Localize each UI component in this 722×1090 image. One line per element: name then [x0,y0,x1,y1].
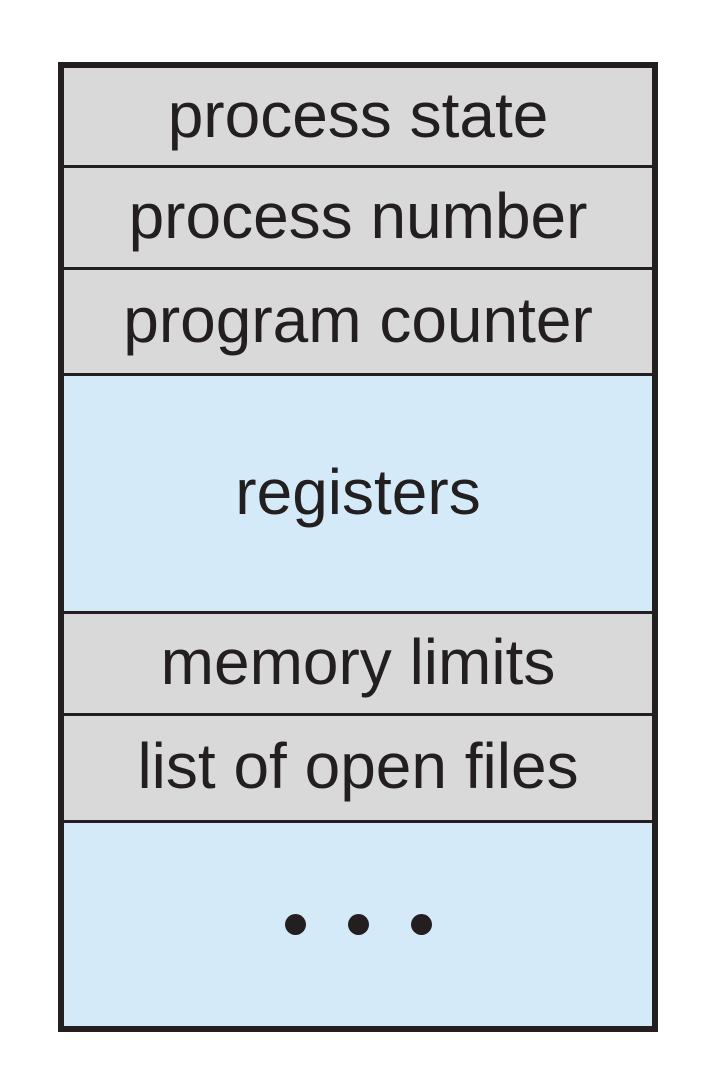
row-label-program-counter: program counter [123,283,593,356]
row-process-number: process number [64,165,652,267]
ellipsis-dots [284,914,432,935]
ellipsis-dot [284,914,306,935]
row-list-of-open-files: list of open files [64,713,652,820]
row-label-registers: registers [235,455,481,528]
row-label-memory-limits: memory limits [160,625,556,698]
ellipsis-dot [410,914,432,935]
row-memory-limits: memory limits [64,611,652,713]
row-program-counter: program counter [64,267,652,373]
row-label-process-number: process number [128,179,588,252]
row-label-list-of-open-files: list of open files [137,730,579,802]
process-control-block-diagram: process state process number program cou… [58,62,658,1032]
row-registers: registers [64,373,652,611]
row-label-process-state: process state [167,78,549,151]
row-process-state: process state [64,68,652,165]
row-ellipsis [64,820,652,1026]
ellipsis-dot [347,914,369,935]
